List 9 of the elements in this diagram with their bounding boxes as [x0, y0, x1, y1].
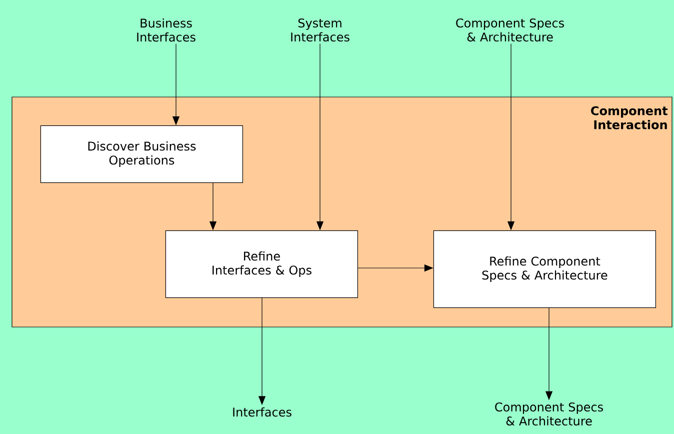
flow-label: Component Specs & Architecture	[495, 402, 603, 426]
flow-label: System Interfaces	[291, 18, 350, 42]
process-box: Discover Business Operations	[40, 125, 243, 183]
flow-label: Interfaces	[233, 407, 292, 417]
flow-label: Business Interfaces	[137, 18, 196, 42]
panel-title: Component Interaction	[591, 106, 668, 130]
process-box: Refine Component Specs & Architecture	[433, 230, 656, 308]
process-box: Refine Interfaces & Ops	[165, 230, 358, 298]
flow-label: Component Specs & Architecture	[456, 18, 564, 42]
